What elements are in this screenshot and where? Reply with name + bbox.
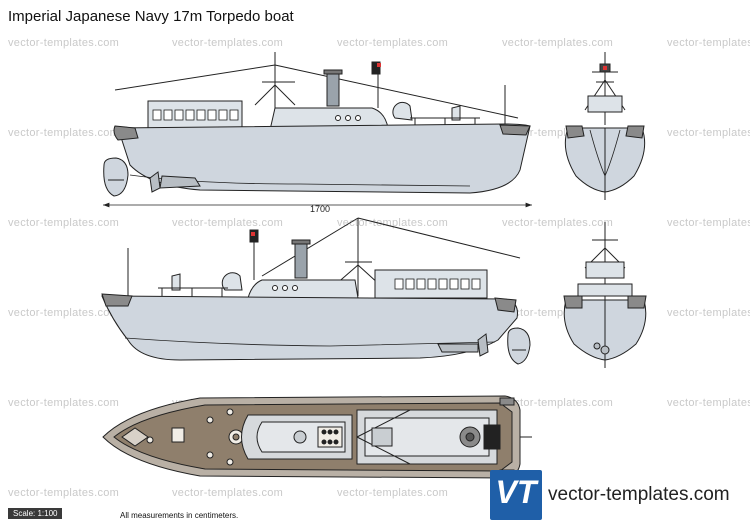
logo-site-name: vector-templates.com	[548, 484, 730, 505]
watermark: vector-templates.com	[8, 397, 120, 409]
logo-letters: VT	[495, 474, 537, 510]
top-view	[102, 395, 532, 479]
deck-cabin	[147, 100, 243, 130]
watermark: vector-templates.com	[172, 487, 284, 499]
side-view-top	[103, 52, 531, 197]
ventilator	[221, 272, 243, 291]
watermark: vector-templates.com	[337, 487, 449, 499]
watermark: vector-templates.com	[667, 397, 750, 409]
measurement-note: All measurements in centimeters.	[120, 511, 239, 520]
watermark: vector-templates.com	[667, 307, 750, 319]
watermark: vector-templates.com	[337, 37, 449, 49]
rudder	[507, 327, 531, 365]
length-dimension: 1700	[103, 202, 532, 214]
funnel	[326, 71, 340, 107]
watermark: vector-templates.com	[502, 217, 614, 229]
side-view-bottom	[101, 217, 531, 365]
watermark: vector-templates.com	[8, 217, 120, 229]
watermark: vector-templates.com	[667, 217, 750, 229]
wheelhouse	[247, 279, 359, 299]
front-view	[564, 52, 646, 200]
scale-badge: Scale: 1:100	[8, 508, 63, 519]
watermark: vector-templates.com	[667, 127, 750, 139]
watermark: vector-templates.com	[667, 37, 750, 49]
ventilator	[392, 101, 413, 121]
watermark: vector-templates.com	[502, 397, 614, 409]
signal-lamp	[371, 61, 381, 75]
watermark: vector-templates.com	[172, 217, 284, 229]
funnel	[294, 241, 308, 279]
watermark: vector-templates.com	[502, 37, 614, 49]
watermark: vector-templates.com	[172, 37, 284, 49]
dimension-label: 1700	[310, 204, 330, 214]
page-title: Imperial Japanese Navy 17m Torpedo boat	[8, 8, 294, 25]
watermark: vector-templates.com	[8, 487, 120, 499]
rear-view	[563, 222, 647, 368]
propeller	[477, 333, 489, 357]
watermark: vector-templates.com	[8, 127, 120, 139]
watermark: vector-templates.com	[8, 307, 120, 319]
rudder	[103, 157, 129, 197]
watermark: vector-templates.com	[8, 37, 120, 49]
vt-logo: VT	[490, 470, 542, 520]
